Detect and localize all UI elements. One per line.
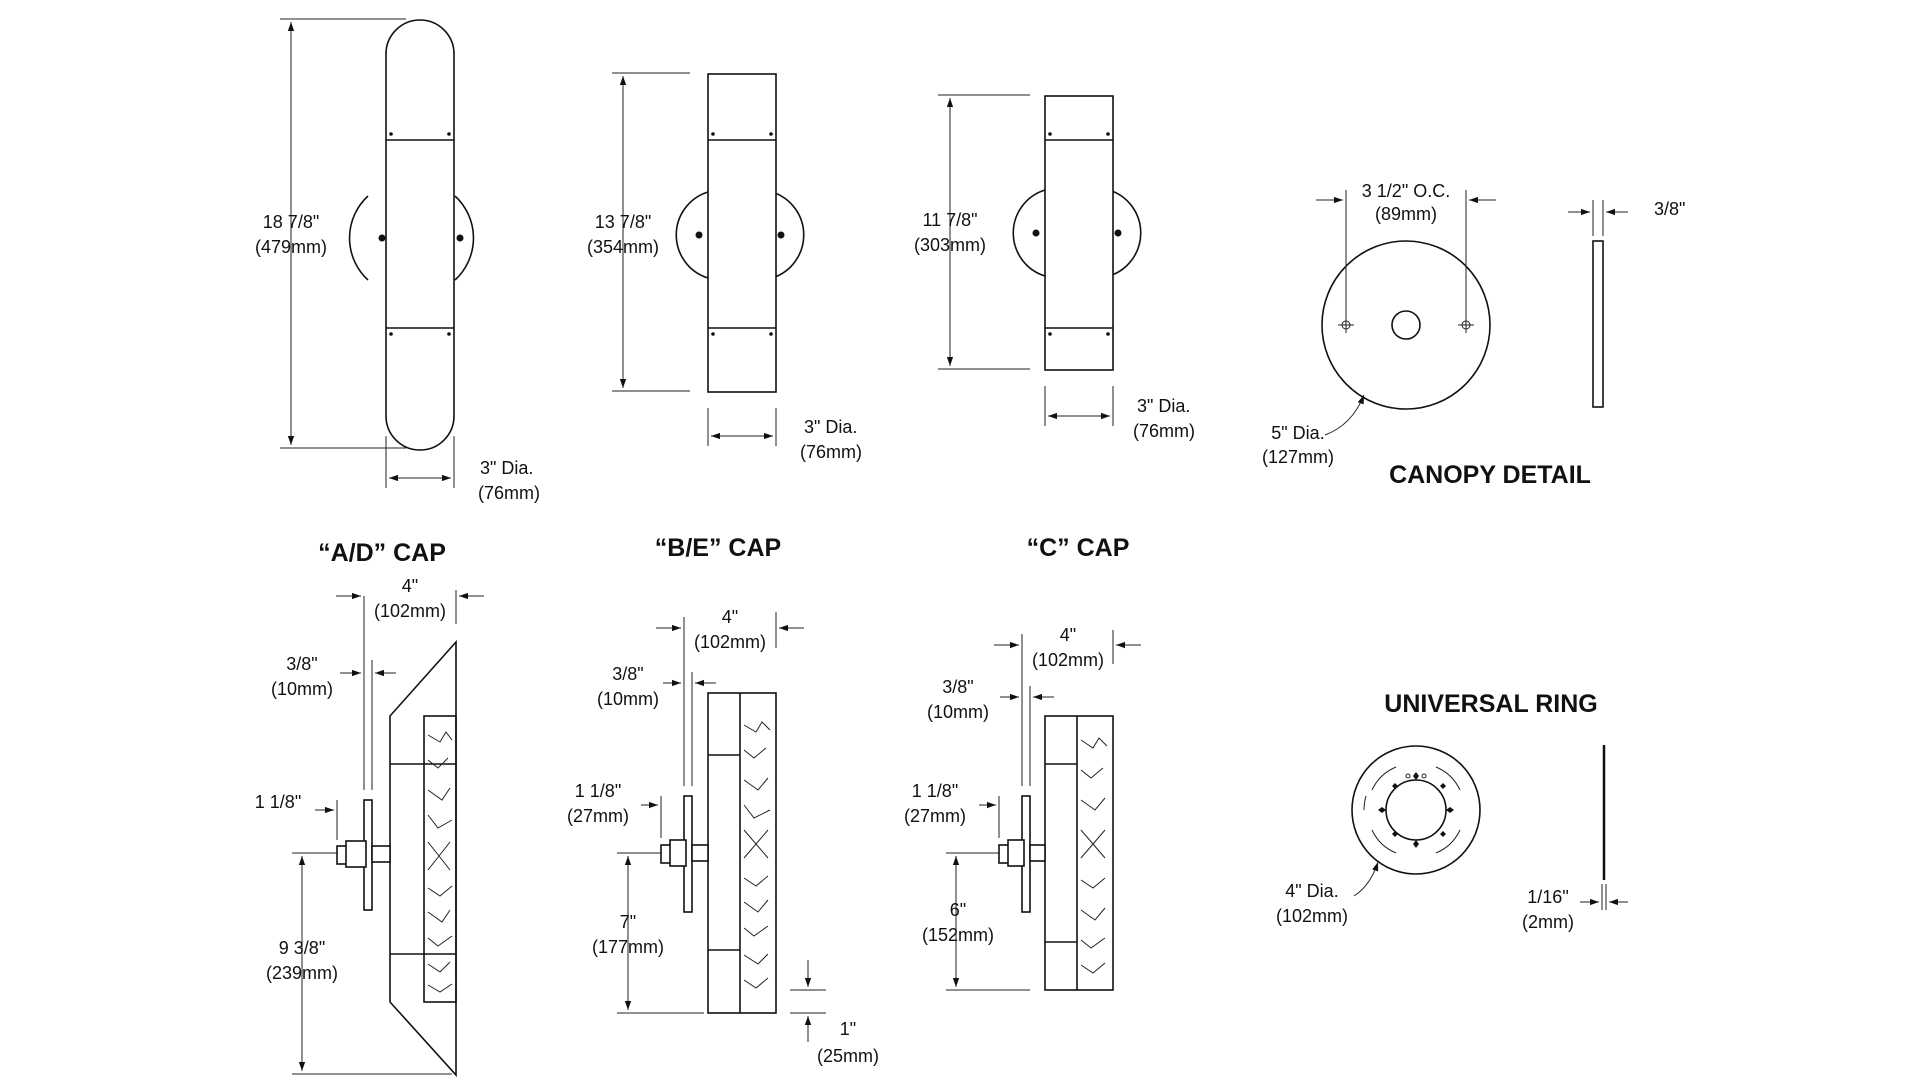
c-plate-label: 3/8"	[942, 677, 973, 697]
canopy-oc-label: 3 1/2" O.C.	[1362, 181, 1450, 201]
b-dia-mm-label: (76mm)	[800, 442, 862, 462]
ad-plate-label: 3/8"	[286, 654, 317, 674]
fixture-b-front-view	[675, 73, 805, 393]
c-cap-dimensions: 4" (102mm) 3/8" (10mm) 1 1/8" (27mm) 6" …	[904, 625, 1141, 991]
a-height-label: 18 7/8"	[263, 212, 319, 232]
canopy-oc-mm-label: (89mm)	[1375, 204, 1437, 224]
be-depth-label: 4"	[722, 607, 738, 627]
ad-bolt-label: 1 1/8"	[255, 792, 301, 812]
c-drop-mm-label: (152mm)	[922, 925, 994, 945]
be-depth-mm-label: (102mm)	[694, 632, 766, 652]
c-cap-title: “C” CAP	[1027, 534, 1130, 562]
c-dia-label: 3" Dia.	[1137, 396, 1190, 416]
canopy-detail: 3 1/2" O.C. (89mm) 5" Dia. (127mm) 3/8" …	[1262, 181, 1685, 489]
be-plate-mm-label: (10mm)	[597, 689, 659, 709]
be-drop-label: 7"	[620, 912, 636, 932]
c-height-label: 11 7/8"	[922, 210, 977, 230]
c-depth-mm-label: (102mm)	[1032, 650, 1104, 670]
be-lip-mm-label: (25mm)	[817, 1046, 879, 1066]
be-cap-title: “B/E” CAP	[655, 534, 781, 562]
be-bolt-mm-label: (27mm)	[567, 806, 629, 826]
be-lip-label: 1"	[840, 1019, 856, 1039]
c-height-mm-label: (303mm)	[914, 235, 986, 255]
canopy-detail-title: CANOPY DETAIL	[1389, 461, 1591, 489]
universal-ring-title: UNIVERSAL RING	[1384, 690, 1597, 718]
c-plate-mm-label: (10mm)	[927, 702, 989, 722]
c-bolt-label: 1 1/8"	[912, 781, 958, 801]
fixture-a-front-view	[348, 19, 475, 451]
ad-depth-mm-label: (102mm)	[374, 601, 446, 621]
b-height-label: 13 7/8"	[595, 212, 651, 232]
be-cap-dimensions: 4" (102mm) 3/8" (10mm) 1 1/8" (27mm) 7" …	[567, 607, 879, 1066]
canopy-dia-mm-label: (127mm)	[1262, 447, 1334, 467]
ring-dia-mm-label: (102mm)	[1276, 906, 1348, 926]
be-plate-label: 3/8"	[612, 664, 643, 684]
ring-dia-label: 4" Dia.	[1285, 881, 1338, 901]
c-cap-side-view: “C” CAP	[998, 534, 1130, 991]
ring-thick-mm-label: (2mm)	[1522, 912, 1574, 932]
universal-ring: UNIVERSAL RING 4" Dia. (102mm) 1/16" (2m…	[1276, 690, 1628, 932]
be-bolt-label: 1 1/8"	[575, 781, 621, 801]
fixture-c-dimensions: 11 7/8" (303mm) 3" Dia. (76mm)	[914, 94, 1195, 441]
ring-thick-label: 1/16"	[1527, 887, 1568, 907]
a-height-mm-label: (479mm)	[255, 237, 327, 257]
a-dia-mm-label: (76mm)	[478, 483, 540, 503]
c-depth-label: 4"	[1060, 625, 1076, 645]
canopy-dia-label: 5" Dia.	[1271, 423, 1324, 443]
ad-drop-mm-label: (239mm)	[266, 963, 338, 983]
ad-drop-label: 9 3/8"	[279, 938, 325, 958]
ad-cap-dimensions: 4" (102mm) 3/8" (10mm) 1 1/8" 9 3/8" (23…	[255, 576, 484, 1075]
canopy-thick-label: 3/8"	[1654, 199, 1685, 219]
fixture-b-dimensions: 13 7/8" (354mm) 3" Dia. (76mm)	[587, 72, 862, 462]
c-drop-label: 6"	[950, 900, 966, 920]
ad-plate-mm-label: (10mm)	[271, 679, 333, 699]
a-dia-label: 3" Dia.	[480, 458, 533, 478]
be-drop-mm-label: (177mm)	[592, 937, 664, 957]
fixture-a-dimensions: 18 7/8" (479mm) 3" Dia. (76mm)	[255, 18, 540, 503]
be-cap-side-view: “B/E” CAP	[655, 534, 781, 1014]
ad-cap-side-view: “A/D” CAP	[318, 539, 457, 1078]
c-dia-mm-label: (76mm)	[1133, 421, 1195, 441]
fixture-c-front-view	[1012, 95, 1142, 371]
ad-cap-title: “A/D” CAP	[318, 539, 446, 567]
c-bolt-mm-label: (27mm)	[904, 806, 966, 826]
b-height-mm-label: (354mm)	[587, 237, 659, 257]
b-dia-label: 3" Dia.	[804, 417, 857, 437]
ad-depth-label: 4"	[402, 576, 418, 596]
